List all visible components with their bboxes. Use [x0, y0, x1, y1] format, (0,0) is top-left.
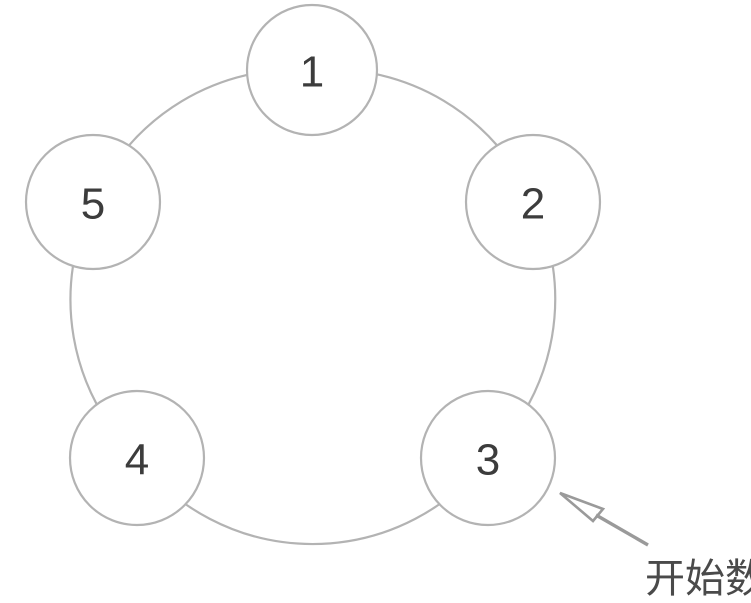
node-5-label: 5 — [81, 180, 105, 229]
node-1-label: 1 — [300, 48, 324, 97]
arrow-head-icon — [559, 491, 606, 523]
node-5[interactable]: 5 — [24, 133, 162, 271]
node-5-circle[interactable] — [24, 133, 162, 271]
node-3[interactable]: 3 — [419, 389, 557, 527]
node-3-circle[interactable] — [419, 389, 557, 527]
node-1[interactable]: 1 — [245, 3, 379, 137]
node-2[interactable]: 2 — [464, 133, 602, 271]
node-4-circle[interactable] — [68, 389, 206, 527]
node-2-label: 2 — [521, 180, 545, 229]
node-4-label: 4 — [125, 436, 149, 485]
node-2-circle[interactable] — [464, 133, 602, 271]
node-3-label: 3 — [476, 436, 500, 485]
start-annotation-arrow — [559, 491, 649, 547]
node-1-circle[interactable] — [245, 3, 379, 137]
arrow-shaft — [595, 513, 649, 547]
start-annotation-label: 开始数 — [645, 556, 751, 602]
node-4[interactable]: 4 — [68, 389, 206, 527]
